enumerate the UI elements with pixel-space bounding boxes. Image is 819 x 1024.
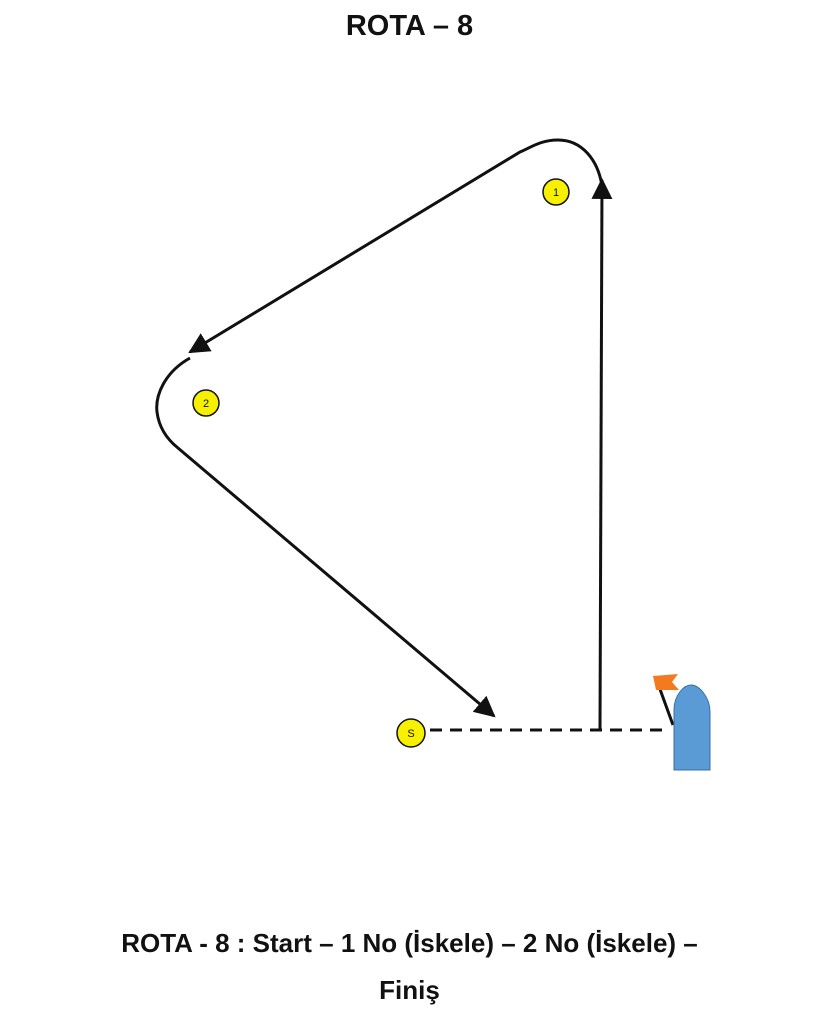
page-title: ROTA – 8 [345, 10, 474, 42]
course-leg-1-to-2 [188, 138, 604, 354]
course-caption: ROTA - 8 : Start – 1 No (İskele) – 2 No … [40, 920, 779, 1014]
committee-boat [653, 674, 711, 771]
flag-icon [653, 674, 679, 690]
caption-line-2: Finiş [379, 975, 440, 1005]
caption-line-1: ROTA - 8 : Start – 1 No (İskele) – 2 No … [121, 928, 698, 958]
mark-1-label: 1 [553, 187, 559, 199]
course-leg-start-to-1 [591, 177, 613, 730]
course-leg-2-to-finish [155, 356, 496, 718]
mark-2-label: 2 [203, 398, 209, 410]
mark-2: 2 [192, 389, 220, 417]
boat-icon [673, 684, 711, 771]
mark-s: S [396, 718, 426, 748]
mark-1: 1 [542, 178, 570, 206]
mark-s-label: S [407, 728, 414, 740]
